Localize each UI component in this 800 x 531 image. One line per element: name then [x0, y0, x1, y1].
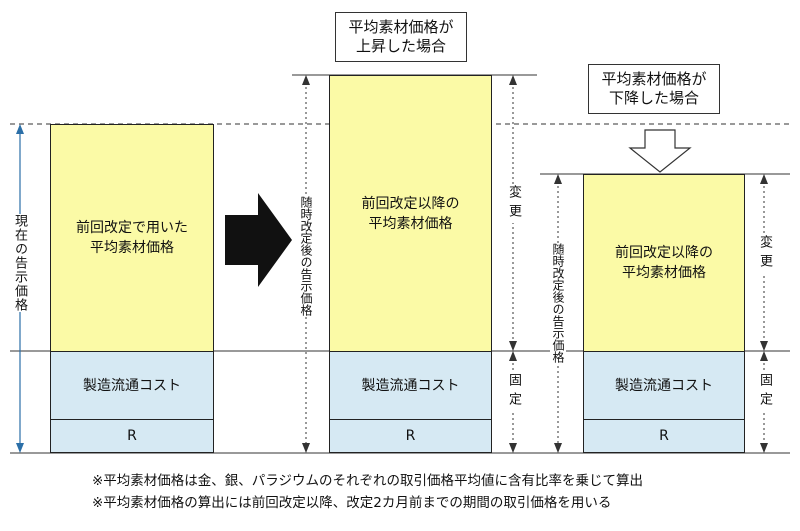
middle-material-block: 前回改定以降の 平均素材価格: [329, 75, 492, 352]
right-fixed-label: 固定: [756, 373, 772, 411]
right-axis-label: 随時改定後の告示価格: [550, 243, 566, 363]
fall-callout: 平均素材価格が 下降した場合: [588, 64, 720, 114]
footnote-1: ※平均素材価格は金、銀、パラジウムのそれぞれの取引価格平均値に含有比率を乗じて算…: [92, 473, 644, 489]
middle-material-label: 前回改定以降の 平均素材価格: [361, 195, 460, 232]
right-r-block: R: [583, 419, 745, 453]
middle-cost-block: 製造流通コスト: [329, 351, 492, 420]
right-cost-label: 製造流通コスト: [615, 377, 713, 394]
middle-cost-label: 製造流通コスト: [361, 377, 460, 394]
left-cost-label: 製造流通コスト: [83, 377, 181, 394]
right-material-label: 前回改定以降の 平均素材価格: [615, 245, 713, 281]
rise-callout: 平均素材価格が 上昇した場合: [335, 12, 467, 62]
middle-variable-label: 変更: [505, 185, 521, 223]
right-cost-block: 製造流通コスト: [583, 351, 745, 420]
left-cost-block: 製造流通コスト: [50, 351, 214, 420]
left-axis-label: 現在の告示価格: [11, 214, 27, 312]
middle-r-label: R: [405, 428, 416, 444]
down-arrow-icon: [628, 129, 692, 173]
middle-fixed-label: 固定: [505, 373, 521, 411]
transition-arrow-icon: [225, 193, 292, 287]
left-material-label: 前回改定で用いた 平均素材価格: [76, 220, 188, 256]
right-r-label: R: [659, 428, 669, 444]
left-material-block: 前回改定で用いた 平均素材価格: [50, 124, 214, 352]
left-r-label: R: [127, 428, 137, 444]
right-material-block: 前回改定以降の 平均素材価格: [583, 174, 745, 352]
middle-axis-label: 随時改定後の告示価格: [298, 196, 314, 316]
footnote-2: ※平均素材価格の算出には前回改定以降、改定2カ月前までの期間の取引価格を用いる: [92, 495, 612, 511]
middle-r-block: R: [329, 419, 492, 453]
left-r-block: R: [50, 419, 214, 453]
right-variable-label: 変更: [756, 235, 772, 273]
